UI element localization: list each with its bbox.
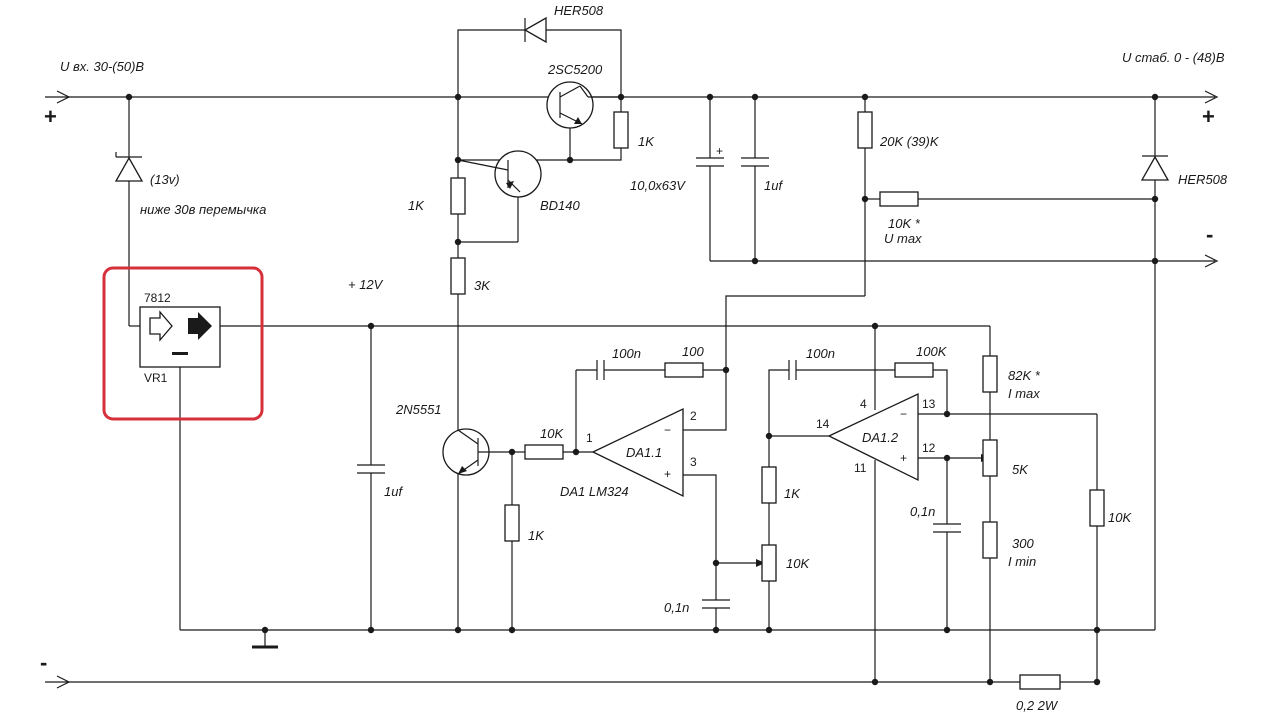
diode-her508-top <box>457 16 622 97</box>
label-resistor-82k: 82K * <box>1008 368 1041 383</box>
rails <box>45 90 1219 689</box>
label-plus-right: + <box>1202 104 1215 129</box>
resistor-82k <box>982 326 998 440</box>
opamp1-plus-sign: + <box>664 467 671 481</box>
label-opamp-lm324: DA1 LM324 <box>560 484 629 499</box>
resistor-1k-emitter <box>504 452 520 630</box>
capacitor-electrolytic <box>696 97 724 261</box>
label-resistor-10k-base: 10K <box>540 426 564 441</box>
label-resistor-shunt: 0,2 2W <box>1016 698 1059 713</box>
label-regulator-name: 7812 <box>144 291 171 305</box>
label-capacitor-100n-1: 100n <box>612 346 641 361</box>
label-resistor-100: 100 <box>682 344 704 359</box>
label-resistor-1k-top: 1K <box>638 134 655 149</box>
resistor-10k-base <box>512 444 593 460</box>
label-input-voltage: U вх. 30-(50)В <box>60 59 144 74</box>
label-resistor-20k: 20K (39)K <box>879 134 940 149</box>
label-resistor-300: 300 <box>1012 536 1034 551</box>
label-output-voltage: U стаб. 0 - (48)В <box>1122 50 1225 65</box>
capacitor-1uf-top <box>741 97 769 261</box>
label-capacitor-plus: + <box>716 144 723 158</box>
label-capacitor-01n-2: 0,1n <box>910 504 935 519</box>
voltage-regulator <box>139 306 990 630</box>
label-resistor-1k-left: 1K <box>408 198 425 213</box>
resistor-300 <box>982 521 998 682</box>
resistor-1k-top <box>458 97 629 161</box>
opamp1-minus-sign: − <box>664 423 671 437</box>
label-imax: I max <box>1008 386 1040 401</box>
label-transistor-2n5551: 2N5551 <box>395 402 442 417</box>
pin-number-3: 3 <box>690 455 697 469</box>
label-resistor-100k: 100K <box>916 344 948 359</box>
label-resistor-3k: 3K <box>474 278 491 293</box>
pin-number-2: 2 <box>690 409 697 423</box>
label-capacitor-1uf-top: 1uf <box>764 178 783 193</box>
pin-number-4: 4 <box>860 397 867 411</box>
label-capacitor-01n-1: 0,1n <box>664 600 689 615</box>
resistor-10k-right <box>1089 489 1105 682</box>
label-resistor-10k-right: 10K <box>1108 510 1132 525</box>
resistor-1k-left <box>450 97 466 258</box>
label-regulator-ref: VR1 <box>144 371 168 385</box>
label-plus-left: + <box>44 104 57 129</box>
resistor-3k <box>450 257 466 430</box>
label-transistor-bd140: BD140 <box>540 198 581 213</box>
label-transistor-2sc5200: 2SC5200 <box>547 62 603 77</box>
label-resistor-1k-da2: 1K <box>784 486 801 501</box>
label-opamp-da1-1: DA1.1 <box>626 445 662 460</box>
resistor-1k-da2 <box>761 436 777 545</box>
transistor-2sc5200 <box>546 81 621 160</box>
resistor-shunt <box>1019 674 1061 690</box>
capacitor-12v <box>357 326 385 630</box>
label-zener-voltage: (13v) <box>150 172 180 187</box>
label-capacitor-1uf-low: 1uf <box>384 484 403 499</box>
opamp2-minus-sign: − <box>900 407 907 421</box>
diode-her508-right <box>1140 97 1170 630</box>
potentiometer-10k <box>761 544 777 630</box>
label-capacitor-100n-2: 100n <box>806 346 835 361</box>
opamp-da1-2 <box>768 326 1098 682</box>
label-zener-note: ниже 30в перемычка <box>140 202 266 217</box>
label-potentiometer-10k: 10K <box>786 556 810 571</box>
pin-number-14: 14 <box>816 417 830 431</box>
label-diode-top: HER508 <box>554 3 604 18</box>
pin-number-11: 11 <box>854 461 867 475</box>
label-resistor-1k-emitter: 1K <box>528 528 545 543</box>
resistor-10k-umax <box>865 191 1155 207</box>
label-minus-left: - <box>40 650 47 675</box>
pin-number-13: 13 <box>922 397 936 411</box>
label-minus-right: - <box>1206 222 1213 247</box>
pin-number-1: 1 <box>586 431 593 445</box>
regulator-highlight-box <box>102 266 264 421</box>
label-imin: I min <box>1008 554 1036 569</box>
label-resistor-10k-umax: 10K * <box>888 216 921 231</box>
transistor-bd140 <box>457 150 542 243</box>
potentiometer-5k <box>982 439 998 522</box>
opamp2-plus-sign: + <box>900 451 907 465</box>
label-umax: U max <box>884 231 922 246</box>
pin-number-12: 12 <box>922 441 936 455</box>
opamp-da1-1 <box>575 360 765 630</box>
label-plus-12v: + 12V <box>348 277 384 292</box>
zener-diode <box>114 97 144 327</box>
label-diode-right: HER508 <box>1178 172 1228 187</box>
junction-dots <box>125 93 1159 686</box>
label-capacitor-electrolytic: 10,0x63V <box>630 178 686 193</box>
label-opamp-da1-2: DA1.2 <box>862 430 899 445</box>
label-potentiometer-5k: 5K <box>1012 462 1029 477</box>
transistor-2n5551 <box>442 428 512 630</box>
